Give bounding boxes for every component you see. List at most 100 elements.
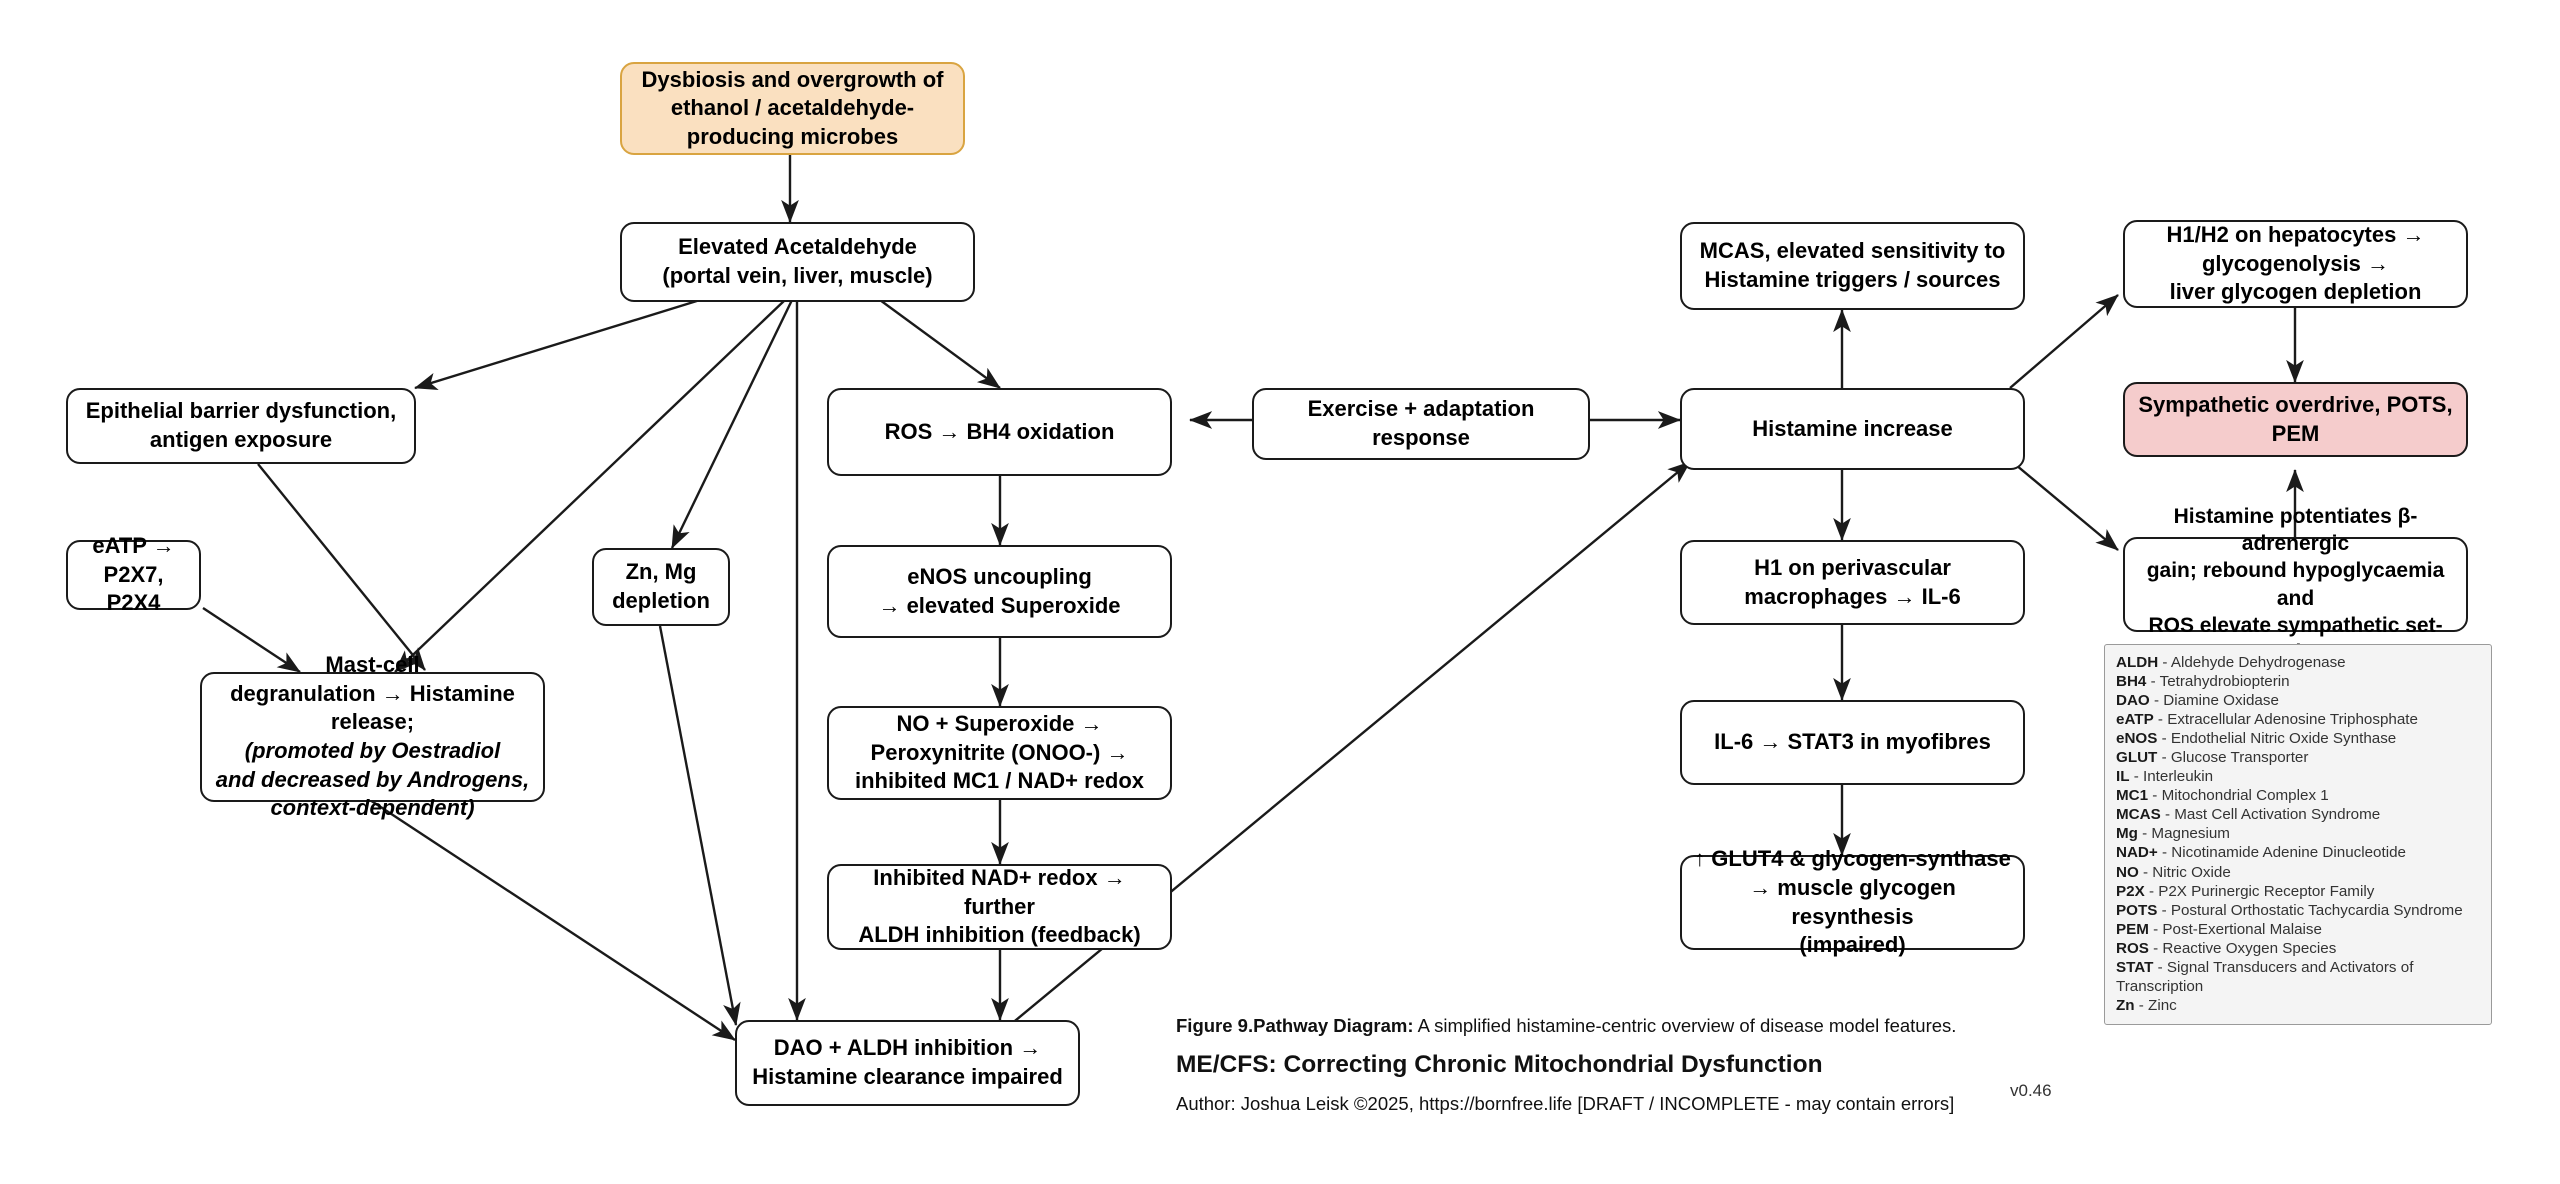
figure-caption-block: Figure 9.Pathway Diagram: A simplified h…	[1176, 1015, 2076, 1115]
legend-abbreviation: eATP	[2116, 711, 2154, 729]
legend-definition: - Nitric Oxide	[2138, 863, 2231, 881]
node-ros-bh4-oxidation[interactable]: ROS → BH4 oxidation	[827, 388, 1172, 476]
legend-entry: Mg - Magnesium	[2116, 824, 2480, 843]
node-sympathetic-overdrive[interactable]: Sympathetic overdrive, POTS, PEM	[2123, 382, 2468, 457]
legend-entry: BH4 - Tetrahydrobiopterin	[2116, 672, 2480, 691]
version-label: v0.46	[2010, 1081, 2052, 1100]
legend-abbreviation: BH4	[2116, 673, 2147, 691]
node-peroxynitrite-label: NO + Superoxide →Peroxynitrite (ONOO-) →…	[854, 711, 1145, 794]
legend-definition: - Tetrahydrobiopterin	[2146, 673, 2290, 691]
legend-abbreviation: ROS	[2116, 939, 2149, 957]
legend-definition: - Post-Exertional Malaise	[2148, 920, 2322, 938]
legend-entry: POTS - Postural Orthostatic Tachycardia …	[2116, 901, 2480, 920]
legend-entry: MCAS - Mast Cell Activation Syndrome	[2116, 805, 2480, 824]
node-dao-aldh-inhibition[interactable]: DAO + ALDH inhibition →Histamine clearan…	[735, 1020, 1080, 1106]
node-sympathetic-overdrive-label: Sympathetic overdrive, POTS, PEM	[2138, 391, 2453, 446]
legend-entry: IL - Interleukin	[2116, 767, 2480, 786]
legend-abbreviation: IL	[2116, 768, 2130, 786]
legend-definition: - P2X Purinergic Receptor Family	[2144, 882, 2375, 900]
node-exercise-adaptation[interactable]: Exercise + adaptation response	[1252, 388, 1590, 460]
author-line: Author: Joshua Leisk ©2025, https://born…	[1176, 1092, 1955, 1114]
legend-entry: MC1 - Mitochondrial Complex 1	[2116, 786, 2480, 805]
legend-abbreviation: Mg	[2116, 825, 2138, 843]
node-peroxynitrite[interactable]: NO + Superoxide →Peroxynitrite (ONOO-) →…	[827, 706, 1172, 800]
legend-abbreviation: P2X	[2116, 882, 2145, 900]
legend-definition: - Postural Orthostatic Tachycardia Syndr…	[2157, 901, 2463, 919]
node-dao-aldh-inhibition-label: DAO + ALDH inhibition →Histamine clearan…	[752, 1035, 1063, 1089]
legend-abbreviation: STAT	[2116, 958, 2154, 976]
legend-definition: - Magnesium	[2137, 825, 2230, 843]
legend-definition: - Mitochondrial Complex 1	[2148, 787, 2329, 805]
node-glut4-glycogen-synthase[interactable]: ↑ GLUT4 & glycogen-synthase→ muscle glyc…	[1680, 846, 2025, 957]
legend-definition: - Nicotinamide Adenine Dinucleotide	[2157, 844, 2406, 862]
legend-definition: - Zinc	[2134, 996, 2177, 1014]
legend-entry: PEM - Post-Exertional Malaise	[2116, 920, 2480, 939]
node-elevated-acetaldehyde[interactable]: Elevated Acetaldehyde(portal vein, liver…	[620, 222, 975, 302]
legend-abbreviation: GLUT	[2116, 749, 2158, 767]
figure-number: Figure 9.	[1176, 1015, 1254, 1036]
legend-abbreviation: MCAS	[2116, 806, 2161, 824]
legend-entry: ALDH - Aldehyde Dehydrogenase	[2116, 653, 2480, 672]
legend-definition: - Diamine Oxidase	[2149, 692, 2279, 710]
legend-abbreviation: POTS	[2116, 901, 2158, 919]
legend-entry: P2X - P2X Purinergic Receptor Family	[2116, 882, 2480, 901]
figure-caption-line: Figure 9.Pathway Diagram: A simplified h…	[1176, 1015, 2076, 1037]
node-epithelial-barrier[interactable]: Epithelial barrier dysfunction,antigen e…	[66, 388, 416, 464]
node-histamine-increase[interactable]: Histamine increase	[1680, 388, 2025, 470]
figure-description: A simplified histamine-centric overview …	[1413, 1015, 1957, 1036]
legend-definition: - Reactive Oxygen Species	[2148, 939, 2337, 957]
legend-abbreviation: MC1	[2116, 787, 2149, 805]
legend-entry: STAT - Signal Transducers and Activators…	[2116, 958, 2480, 996]
legend-definition: - Interleukin	[2129, 768, 2214, 786]
legend-entry: NO - Nitric Oxide	[2116, 863, 2480, 882]
document-title: ME/CFS: Correcting Chronic Mitochondrial…	[1176, 1051, 1823, 1079]
legend-abbreviation: PEM	[2116, 920, 2149, 938]
legend-definition: - Extracellular Adenosine Triphosphate	[2153, 711, 2418, 729]
legend-definition: - Glucose Transporter	[2157, 749, 2309, 767]
legend-entry: eATP - Extracellular Adenosine Triphosph…	[2116, 710, 2480, 729]
node-h1h2-hepatocytes[interactable]: H1/H2 on hepatocytes →glycogenolysis →li…	[2123, 220, 2468, 308]
node-enos-uncoupling[interactable]: eNOS uncoupling→ elevated Superoxide	[827, 545, 1172, 638]
legend-abbreviation: ALDH	[2116, 654, 2159, 671]
legend-abbreviation: NO	[2116, 863, 2139, 881]
node-il6-stat3[interactable]: IL-6 → STAT3 in myofibres	[1680, 700, 2025, 785]
node-eatp-p2x-label: eATP →P2X7, P2X4	[92, 533, 175, 616]
node-histamine-increase-label: Histamine increase	[1752, 415, 1953, 441]
legend-definition: - Mast Cell Activation Syndrome	[2160, 806, 2381, 824]
legend-definition: - Signal Transducers and Activators of T…	[2116, 958, 2414, 995]
node-glut4-glycogen-synthase-label: ↑ GLUT4 & glycogen-synthase→ muscle glyc…	[1694, 846, 2011, 958]
legend-abbreviation: DAO	[2116, 692, 2150, 710]
node-il6-stat3-label: IL-6 → STAT3 in myofibres	[1714, 729, 1991, 755]
legend-abbreviation: Zn	[2116, 996, 2135, 1014]
legend-abbreviation: NAD+	[2116, 844, 2158, 862]
node-epithelial-barrier-label: Epithelial barrier dysfunction,antigen e…	[85, 398, 397, 452]
legend-definition: - Endothelial Nitric Oxide Synthase	[2157, 730, 2397, 748]
node-exercise-adaptation-label: Exercise + adaptation response	[1307, 396, 1535, 450]
figure-kind: Pathway Diagram:	[1253, 1015, 1414, 1036]
legend-entry: NAD+ - Nicotinamide Adenine Dinucleotide	[2116, 843, 2480, 862]
node-eatp-p2x[interactable]: eATP →P2X7, P2X4	[66, 533, 201, 615]
legend-entry: DAO - Diamine Oxidase	[2116, 691, 2480, 710]
legend-abbreviation: eNOS	[2116, 730, 2158, 748]
node-h1h2-hepatocytes-label: H1/H2 on hepatocytes →glycogenolysis →li…	[2166, 222, 2425, 305]
node-enos-uncoupling-label: eNOS uncoupling→ elevated Superoxide	[878, 563, 1121, 618]
legend-entry: eNOS - Endothelial Nitric Oxide Synthase	[2116, 729, 2480, 748]
node-elevated-acetaldehyde-label: Elevated Acetaldehyde(portal vein, liver…	[662, 234, 933, 288]
